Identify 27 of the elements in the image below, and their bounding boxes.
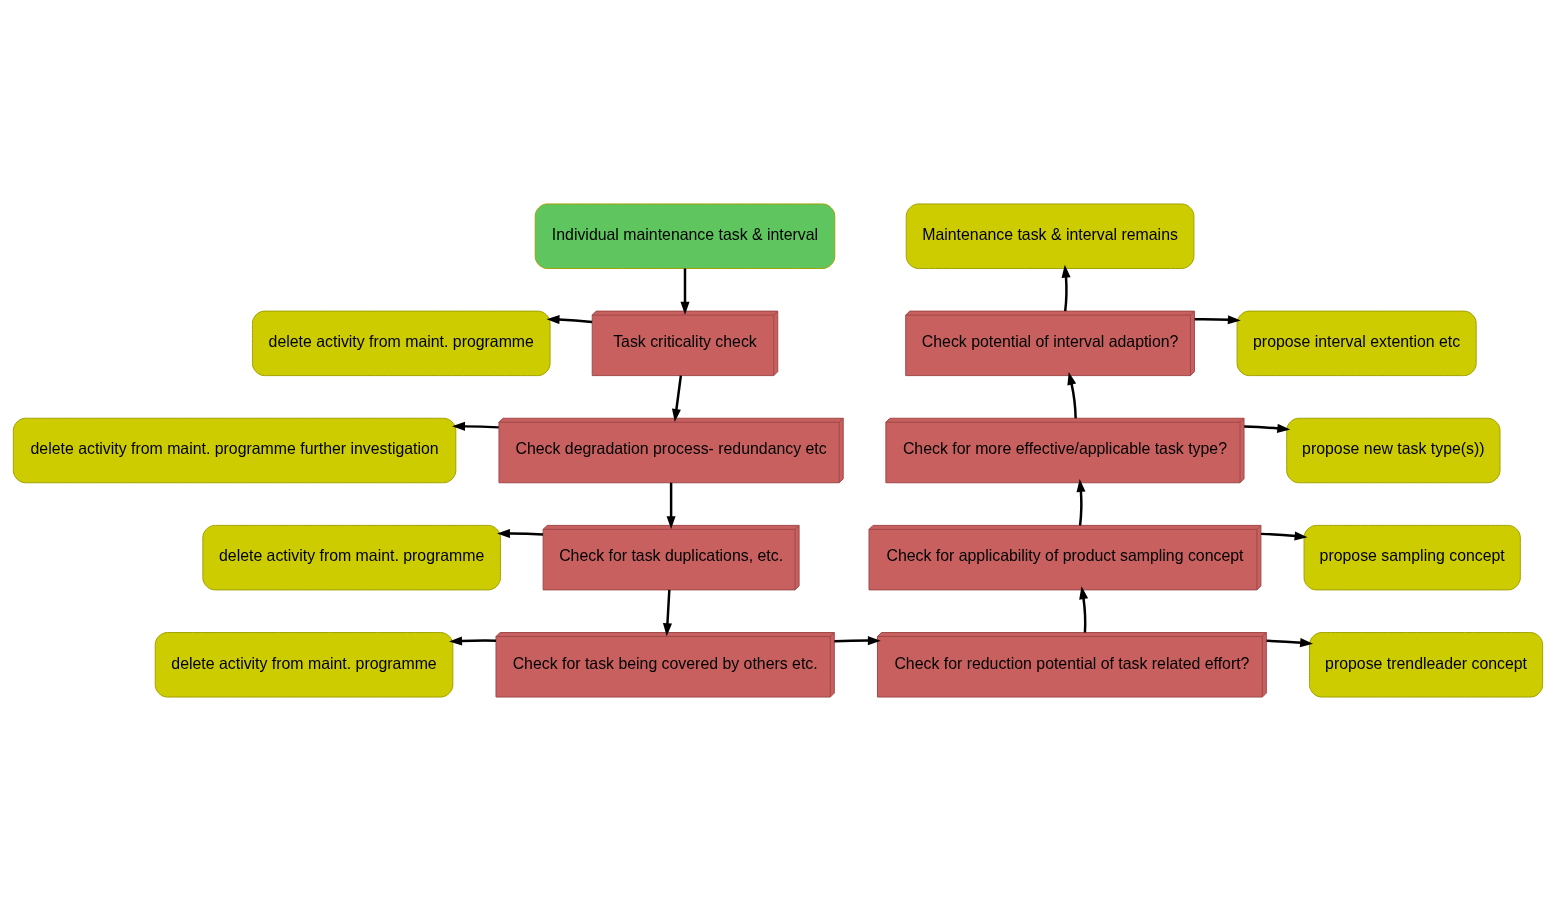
arrow <box>834 636 881 646</box>
arrow <box>1260 531 1308 541</box>
arrow <box>1061 264 1071 312</box>
node-box: propose sampling concept <box>1303 524 1521 591</box>
arrow <box>1266 638 1314 648</box>
arrow <box>497 528 544 538</box>
node-box: propose interval extention etc <box>1236 310 1477 377</box>
arrow <box>1067 371 1077 419</box>
arrow <box>1194 315 1241 325</box>
node-box: Maintenance task & interval remains <box>905 203 1195 269</box>
arrow <box>1244 423 1291 433</box>
arrow <box>680 268 690 315</box>
node-box: Individual maintenance task & interval <box>534 203 836 269</box>
node-box: propose trendleader concept <box>1309 632 1544 698</box>
arrow <box>452 421 499 431</box>
arrow <box>449 636 496 646</box>
node-box: delete activity from maint. programme <box>251 310 551 377</box>
node-box: delete activity from maint. programme <box>202 524 501 591</box>
arrow <box>666 482 676 530</box>
node-box: delete activity from maint. programme <box>154 632 454 698</box>
node-box: delete activity from maint. programme further investigation <box>12 417 457 484</box>
arrow <box>662 589 672 637</box>
arrow <box>1079 586 1089 633</box>
arrow <box>546 314 593 324</box>
arrow <box>671 375 683 422</box>
node-box: propose new task type(s)) <box>1286 417 1501 484</box>
arrow <box>1076 479 1086 526</box>
